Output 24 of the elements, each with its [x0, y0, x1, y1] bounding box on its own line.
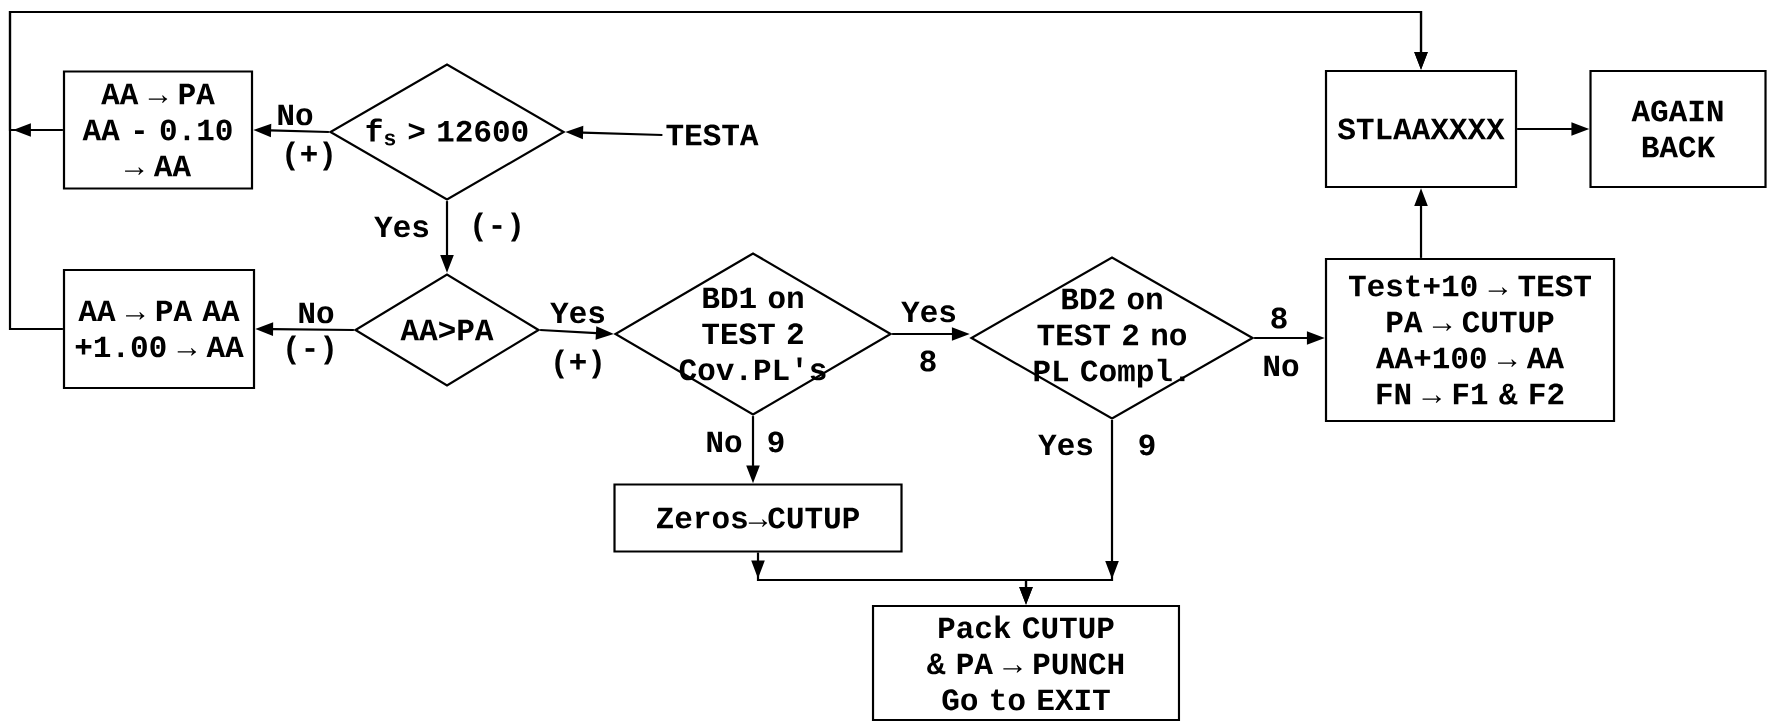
branch-note: 9 [1139, 434, 1155, 456]
process-box: AGAIN BACK [1589, 69, 1767, 189]
process-box: Pack CUTUP & PA → PUNCH Go to EXIT [871, 604, 1181, 721]
process-box: AA → PA AA - 0.10 → AA [62, 70, 254, 190]
edge-label: Yes [373, 215, 431, 239]
edge-label: No [704, 430, 744, 454]
start-label: TESTA [666, 124, 759, 146]
process-box: AA → PA AA +1.00 → AA [62, 268, 256, 390]
edge-label: Yes [549, 301, 607, 325]
branch-note: 9 [768, 431, 784, 453]
branch-note: (+) [555, 349, 601, 379]
branch-note: 8 [920, 350, 936, 372]
edge-label: No [275, 103, 315, 127]
branch-note: 8 [1271, 307, 1287, 329]
edge-label: No [1261, 354, 1301, 378]
edge-label: Yes [1037, 433, 1095, 457]
process-box: Test+10 → TEST PA → CUTUP AA+100 → AA FN → F1 & F2 [1324, 257, 1616, 423]
branch-note: (-) [287, 335, 333, 365]
process-box: Zeros→CUTUP [613, 483, 903, 553]
edge-label: No [296, 301, 336, 325]
edge-label: Yes [900, 300, 958, 324]
branch-note: (-) [474, 212, 520, 242]
process-box: STLAAXXXX [1324, 69, 1518, 189]
connector-arrow [8, 10, 1428, 331]
